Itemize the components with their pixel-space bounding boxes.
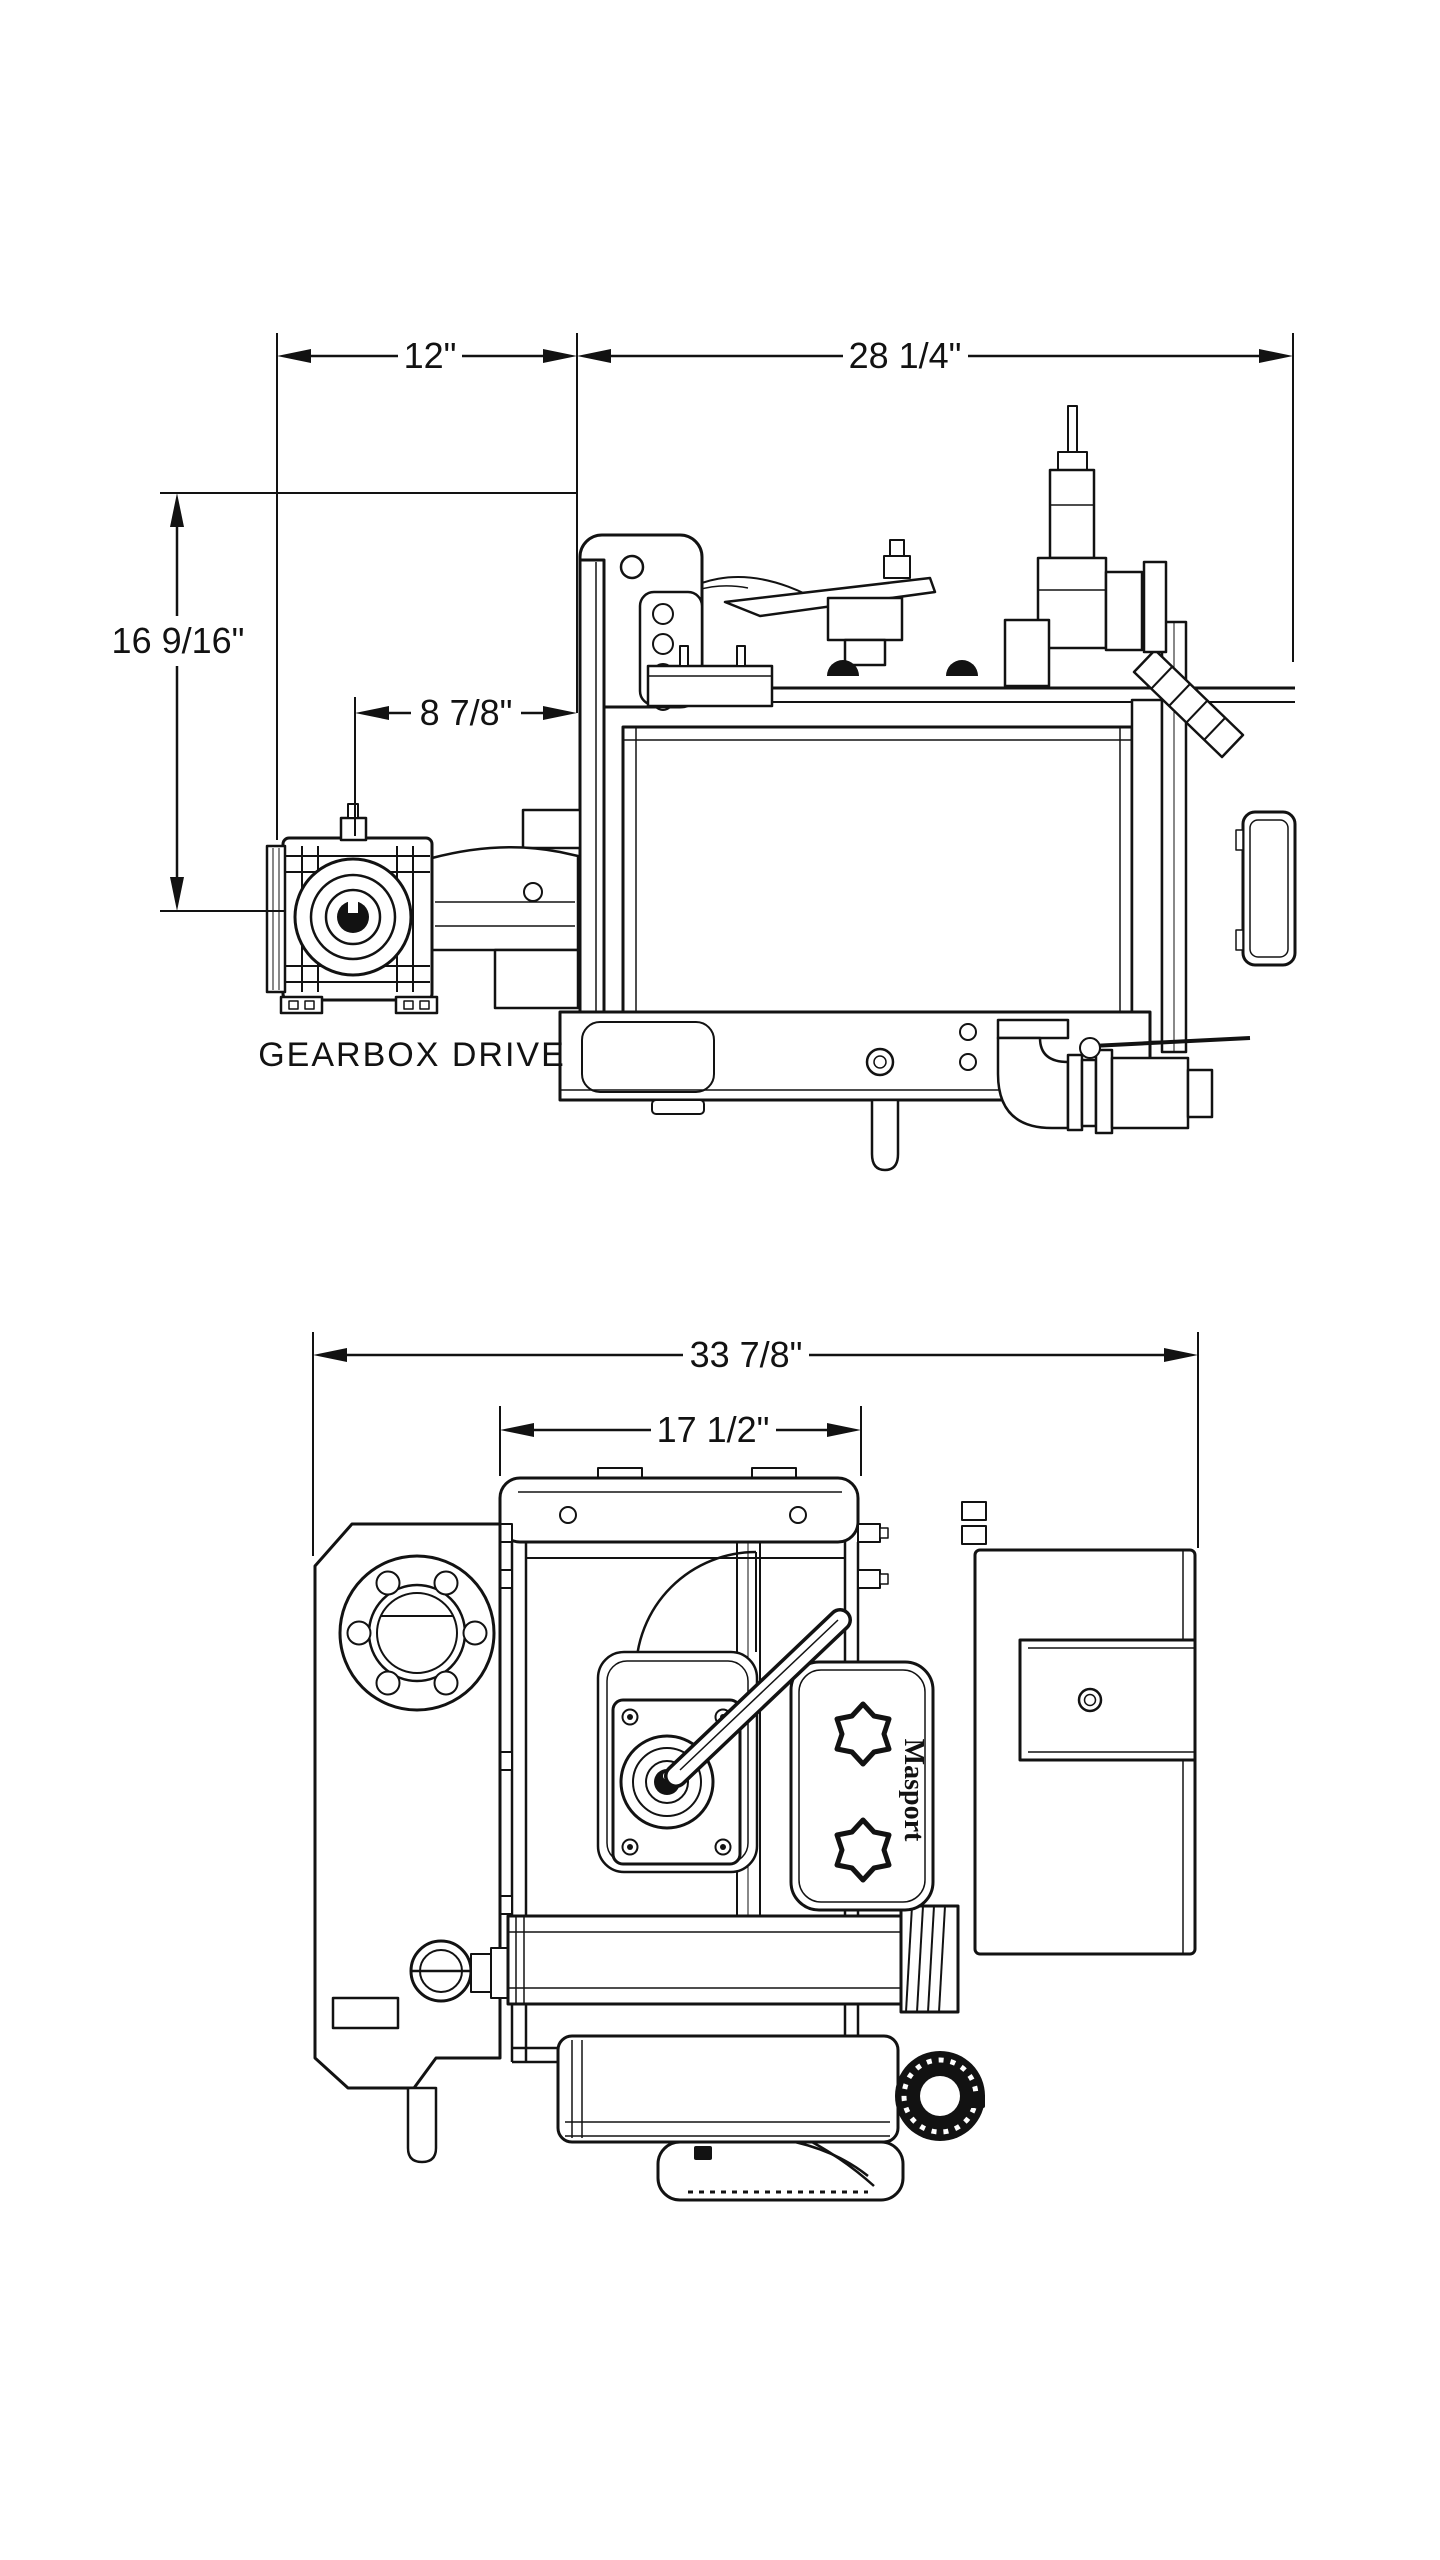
gearbox-feet: [279, 995, 439, 1015]
knob-star: [834, 1817, 892, 1883]
dim-8-7-8in: 8 7/8": [355, 692, 577, 733]
frame-crossbar: [498, 1476, 860, 1544]
side-panel: [1130, 698, 1164, 1044]
gearbox-input-cap: [265, 844, 287, 994]
dim-label-8-7-8in: 8 7/8": [420, 692, 513, 733]
dim-label-12in: 12": [404, 335, 457, 376]
plate-stub-pipe: [406, 2086, 438, 2164]
dim-12in: 12": [277, 335, 577, 376]
fuel-tank: [621, 725, 1134, 1014]
flex-coupling: [899, 1904, 960, 2014]
dim-label-16-9-16in: 16 9/16": [112, 620, 245, 661]
gearbox-drive-bracket: [430, 808, 582, 1010]
spark-plug: [1036, 405, 1108, 650]
knob-star: [834, 1701, 892, 1767]
governor-lever: [723, 539, 978, 676]
right-side-assembly: [1130, 620, 1297, 1054]
dome-nut: [946, 660, 978, 676]
plate-hole: [619, 554, 645, 580]
side-view-caption: GEARBOX DRIVE: [258, 1036, 566, 1074]
input-flange: [338, 1554, 496, 1712]
shaft-keyway: [348, 901, 358, 913]
flex-hose: [1132, 648, 1245, 759]
plan-view-dimensions: 33 7/8" 17 1/2": [312, 1332, 1199, 1556]
plan-gearbox-plate: [313, 1522, 514, 2164]
ball-valve-body: [1110, 1056, 1190, 1130]
sump-pan: [656, 2140, 905, 2202]
muffler-bracket: [1235, 810, 1297, 967]
outlet-elbow-valve: [996, 1018, 1251, 1135]
dim-label-33-7-8in: 33 7/8": [690, 1334, 803, 1375]
battery-box: [646, 645, 774, 708]
dim-label-28-1-4in: 28 1/4": [849, 335, 962, 376]
side-view: 12" 28 1/4" 16 9/16": [95, 333, 1297, 1172]
pump-shroud-arc: [634, 1550, 757, 1673]
plan-engine-block: [961, 1501, 1197, 1956]
plate-drain-valve: [409, 1939, 514, 2003]
silencer: [556, 2034, 900, 2144]
pump-crank-handle: [664, 1608, 852, 1788]
gearbox-shaft-bore: [337, 901, 369, 933]
dim-16-9-16in: 16 9/16": [95, 493, 260, 911]
dim-33-7-8in: 33 7/8": [313, 1334, 1198, 1375]
masport-cover-panel: Masport: [789, 1660, 935, 1912]
elbow-pipe: [996, 1036, 1070, 1130]
engine-top-components: [646, 405, 1168, 708]
dim-17-1-2in: 17 1/2": [500, 1409, 861, 1450]
discharge-pipe: [506, 1914, 905, 2006]
side-view-engine-unit: [558, 405, 1297, 1172]
plan-piping: [506, 1904, 985, 2202]
drain-stub: [870, 1098, 900, 1172]
side-view-dimensions: 12" 28 1/4" 16 9/16": [95, 333, 1294, 912]
side-view-gearbox: [265, 803, 582, 1015]
plan-view: Masport 33 7/8": [312, 1332, 1199, 2202]
valve-handle: [1091, 1036, 1251, 1048]
camlock-fitting: [895, 2051, 985, 2141]
brand-label: Masport: [898, 1739, 929, 1842]
fuel-pump-stack: [1003, 560, 1168, 688]
dim-label-17-1-2in: 17 1/2": [657, 1409, 770, 1450]
dome-nut: [827, 660, 859, 676]
dim-28-1-4in: 28 1/4": [577, 335, 1293, 376]
